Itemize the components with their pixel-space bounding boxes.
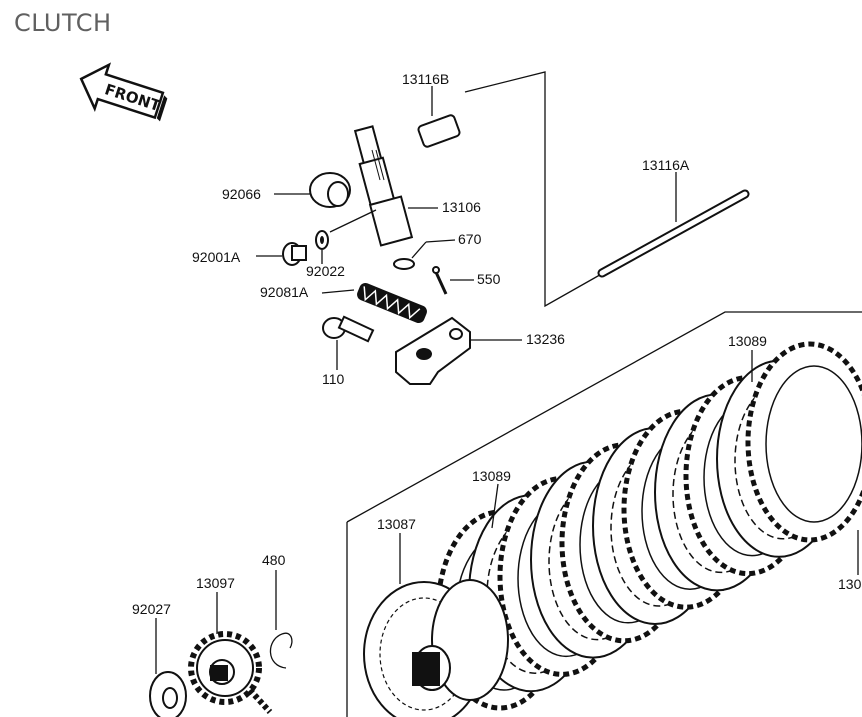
- callout-92027: 92027: [132, 601, 171, 617]
- washer-92022: [315, 230, 329, 250]
- callout-92081A: 92081A: [260, 284, 309, 300]
- lever-13236: [395, 316, 471, 385]
- callout-13236: 13236: [526, 331, 565, 347]
- oring-670: [393, 258, 415, 270]
- callout-92001A: 92001A: [192, 249, 241, 265]
- pin-550: [432, 266, 448, 295]
- callout-110: 110: [322, 371, 345, 387]
- pushrod-13116A: [597, 189, 750, 278]
- circlip-480: [269, 632, 293, 669]
- callout-92066: 92066: [222, 186, 261, 202]
- callout-92022: 92022: [306, 263, 345, 279]
- callout-13116A: 13116A: [642, 157, 690, 173]
- callout-13087: 13087: [377, 516, 416, 532]
- callout-13106: 13106: [442, 199, 481, 215]
- pushrod-group-bracket: [464, 71, 606, 308]
- pushrod-end-13116B: [417, 114, 461, 148]
- release-shaft-13106: [353, 125, 414, 247]
- callout-13089-upper: 13089: [728, 333, 767, 349]
- bolt-110: [322, 315, 375, 343]
- sprocket-13097: [188, 631, 273, 715]
- front-arrow-icon: FRONT: [79, 62, 168, 122]
- callout-13089-lower: 13089: [472, 468, 511, 484]
- callout-13116B: 13116B: [402, 71, 449, 87]
- cap-92066: [309, 172, 351, 208]
- clutch-plate-inner: [765, 365, 862, 523]
- clutch-frame-top: [346, 311, 862, 523]
- bolt-92001A: [282, 242, 307, 266]
- callout-13097: 13097: [196, 575, 235, 591]
- page-title: CLUTCH: [14, 9, 112, 37]
- spring-92081A: [357, 282, 427, 324]
- callout-670: 670: [458, 231, 482, 247]
- callout-550: 550: [477, 271, 501, 287]
- callout-480: 480: [262, 552, 286, 568]
- clutch-plate: [745, 341, 862, 543]
- washer-92027: [149, 671, 187, 717]
- callout-130-edge: 130: [838, 576, 862, 592]
- clutch-hub-13087: [363, 579, 509, 717]
